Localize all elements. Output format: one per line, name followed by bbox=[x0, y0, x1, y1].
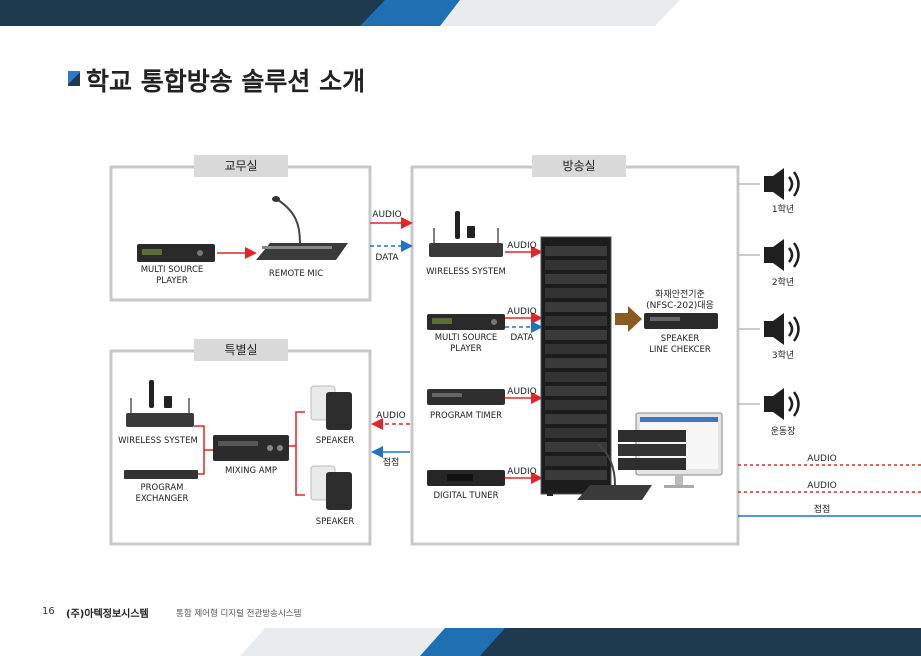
mixing-amp-label: MIXING AMP bbox=[225, 466, 277, 476]
out-audio-label-2: AUDIO bbox=[807, 481, 836, 491]
staff-room-box: 교무실 bbox=[109, 155, 372, 302]
mixing-amp-device bbox=[213, 435, 289, 461]
speaker-top-device bbox=[310, 385, 352, 430]
audio-label-msp: AUDIO bbox=[507, 307, 536, 317]
sp-wireless-label: WIRELESS SYSTEM bbox=[118, 436, 198, 446]
footer-subtitle: 통합 제어형 디지털 전관방송시스템 bbox=[176, 609, 302, 619]
page-number: 16 bbox=[42, 606, 55, 617]
out-contact-label: 접점 bbox=[814, 503, 831, 515]
page-title: 학교 통합방송 솔루션 소개 bbox=[86, 67, 366, 96]
program-timer-device bbox=[427, 389, 505, 405]
broadcast-room-label: 방송실 bbox=[562, 159, 595, 173]
bc-wireless-system-device bbox=[429, 211, 503, 257]
zone-speaker-2-icon bbox=[764, 239, 800, 271]
program-exchanger-device bbox=[124, 470, 198, 479]
program-timer-label: PROGRAM TIMER bbox=[430, 411, 502, 421]
staff-room-label: 교무실 bbox=[224, 159, 257, 173]
rack-cabinet bbox=[540, 236, 612, 496]
zone-label-2: 2학년 bbox=[772, 277, 794, 288]
bc-multi-source-label-2: PLAYER bbox=[450, 344, 482, 354]
amp-link-speaker-top bbox=[289, 411, 305, 447]
zone-speaker-3-icon bbox=[764, 313, 800, 345]
sp-wireless-system-device bbox=[126, 380, 194, 427]
remote-mic-label: REMOTE MIC bbox=[269, 269, 323, 279]
bc-multi-source-label-1: MULTI SOURCE bbox=[435, 333, 498, 343]
out-audio-label-1: AUDIO bbox=[807, 454, 836, 464]
audio-label-special: AUDIO bbox=[376, 411, 405, 421]
audio-label-timer: AUDIO bbox=[507, 387, 536, 397]
speaker-bottom-label: SPEAKER bbox=[316, 517, 355, 527]
zone-label-3: 3학년 bbox=[772, 350, 794, 361]
remote-mic-device bbox=[256, 196, 348, 260]
bc-wireless-label: WIRELESS SYSTEM bbox=[426, 267, 506, 277]
special-room-label: 특별실 bbox=[224, 343, 257, 357]
title-marker bbox=[68, 71, 80, 86]
footer-band bbox=[240, 628, 921, 656]
audio-label-tuner: AUDIO bbox=[507, 467, 536, 477]
multi-source-player-device bbox=[137, 244, 215, 262]
program-exchanger-label-2: EXCHANGER bbox=[136, 494, 189, 504]
data-label-msp: DATA bbox=[510, 333, 534, 343]
zone-speaker-1-icon bbox=[764, 168, 800, 200]
checker-note-2: (NFSC-202)대응 bbox=[646, 300, 714, 311]
zone-speaker-4-icon bbox=[764, 388, 800, 420]
stacked-units-device bbox=[618, 430, 686, 470]
checker-label-1: SPEAKER bbox=[661, 334, 700, 344]
bc-multi-source-device bbox=[427, 314, 505, 330]
digital-tuner-label: DIGITAL TUNER bbox=[434, 491, 499, 501]
company-name: (주)아텍정보시스템 bbox=[66, 609, 149, 620]
header-band bbox=[0, 0, 680, 26]
checker-note-1: 화재안전기준 bbox=[655, 289, 705, 300]
multi-source-label-1: MULTI SOURCE bbox=[141, 265, 204, 275]
checker-label-2: LINE CHEKCER bbox=[649, 345, 711, 355]
multi-source-label-2: PLAYER bbox=[156, 276, 188, 286]
program-exchanger-label-1: PROGRAM bbox=[140, 483, 183, 493]
zone-label-1: 1학년 bbox=[772, 204, 794, 215]
speaker-line-checker-device bbox=[644, 313, 718, 329]
contact-label-special: 접점 bbox=[383, 456, 400, 468]
digital-tuner-device bbox=[427, 470, 505, 486]
console-mic-device bbox=[577, 443, 652, 500]
audio-label-wireless: AUDIO bbox=[507, 241, 536, 251]
audio-label-staff: AUDIO bbox=[372, 210, 401, 220]
data-label-staff: DATA bbox=[375, 253, 399, 263]
amp-link-speaker-bottom bbox=[295, 446, 305, 496]
zone-label-4: 운동장 bbox=[771, 426, 796, 437]
speaker-bottom-device bbox=[310, 465, 352, 510]
speaker-top-label: SPEAKER bbox=[316, 436, 355, 446]
checker-arrow bbox=[615, 306, 642, 332]
